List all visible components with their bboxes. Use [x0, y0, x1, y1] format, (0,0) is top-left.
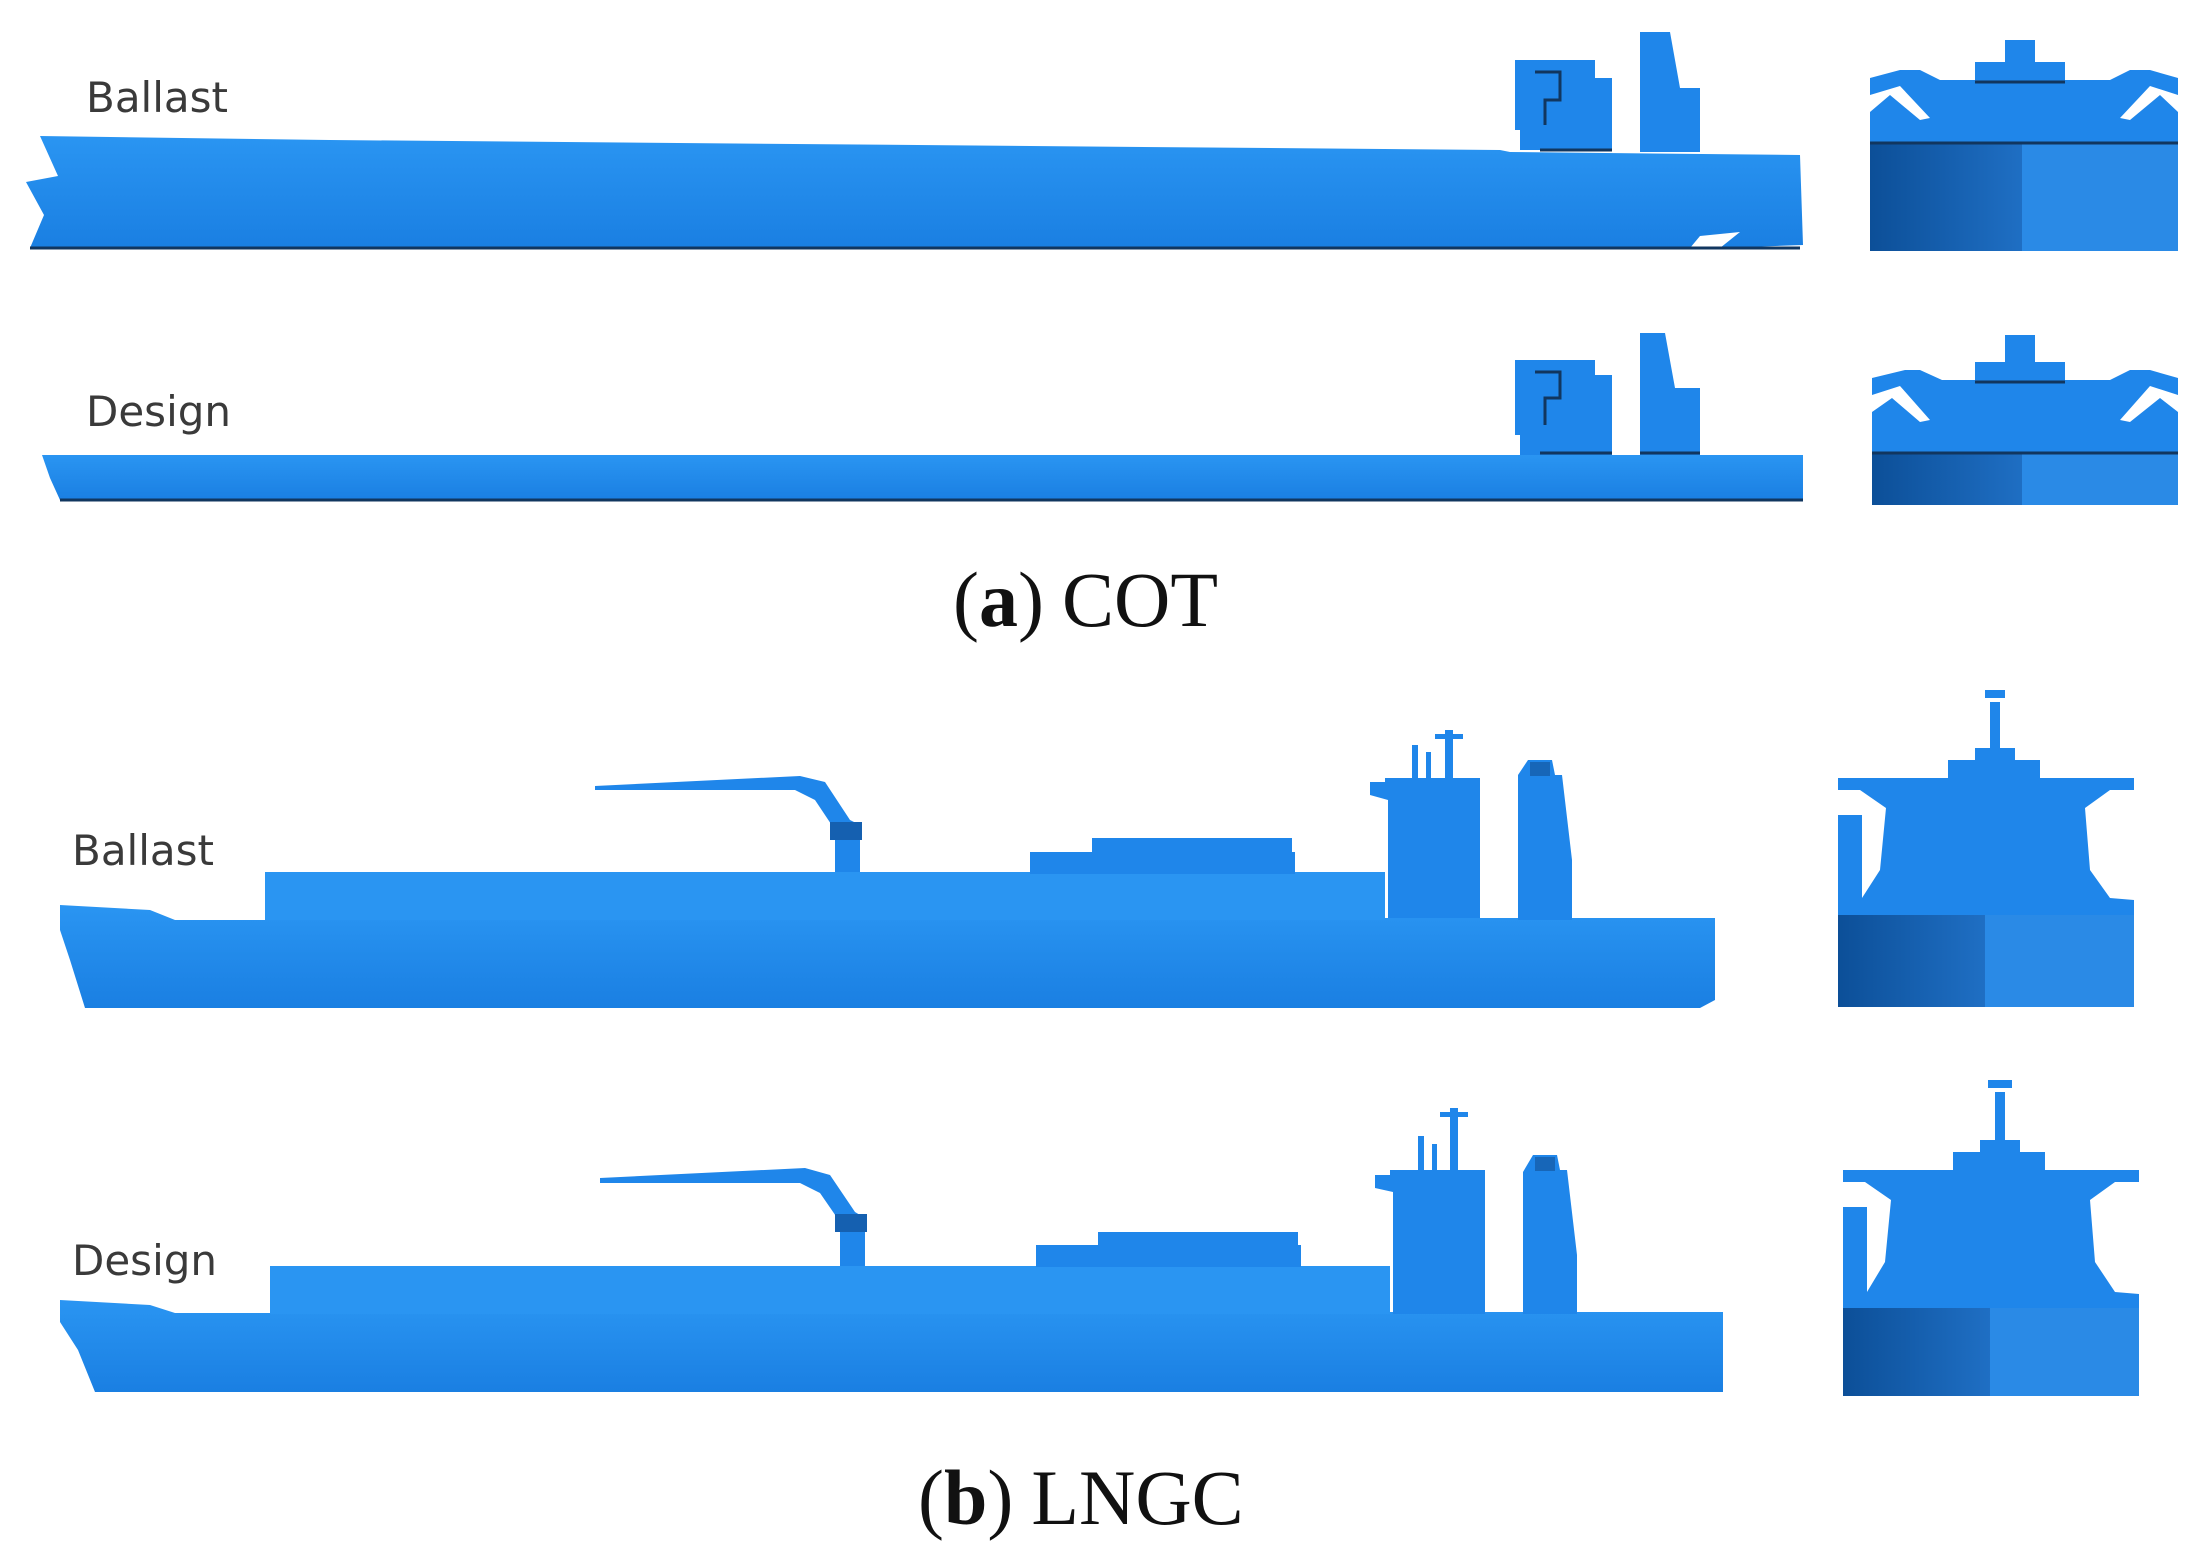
lngc-design-mast — [1450, 1108, 1458, 1172]
cot-design-funnel — [1640, 333, 1700, 455]
cot-design-side-view: Design — [42, 333, 1803, 502]
lngc-design-crane — [600, 1168, 865, 1266]
lngc-ballast-hull — [60, 905, 1715, 1008]
cot-design-accommodation — [1505, 360, 1612, 455]
lngc-design-label: Design — [72, 1236, 217, 1285]
lngc-ballast-side-view: Ballast — [60, 730, 1715, 1008]
lngc-panel: Ballast Design — [60, 690, 2139, 1541]
cot-ballast-front-deck — [1870, 40, 2178, 143]
cot-ballast-label: Ballast — [86, 73, 228, 122]
lngc-design-accommodation — [1375, 1170, 1485, 1314]
cot-ballast-front-view — [1870, 40, 2178, 251]
lngc-ballast-accommodation — [1370, 778, 1480, 918]
lngc-design-hull — [60, 1300, 1723, 1392]
lngc-design-side-view: Design — [60, 1108, 1723, 1392]
lngc-design-raised-deck-1 — [1036, 1245, 1301, 1267]
lngc-ballast-raised-deck-1 — [1030, 852, 1295, 874]
lngc-design-trunk-deck — [270, 1266, 1390, 1314]
lngc-design-front-superstructure — [1843, 1092, 2139, 1308]
lngc-design-raised-deck-2 — [1098, 1232, 1298, 1248]
lngc-ballast-crane — [595, 776, 860, 872]
lngc-ballast-label: Ballast — [72, 826, 214, 875]
lngc-design-funnel — [1523, 1155, 1577, 1314]
lngc-design-front-view — [1843, 1080, 2139, 1396]
lngc-ballast-raised-deck-2 — [1092, 838, 1292, 854]
cot-ballast-hull — [26, 136, 1803, 248]
cot-design-front-deck — [1872, 335, 2178, 453]
cot-caption: (a)COT — [953, 556, 1218, 643]
cot-design-hull — [42, 455, 1803, 500]
lngc-ballast-mast — [1445, 730, 1453, 780]
cot-ballast-bridge-outline — [1535, 70, 1612, 152]
cot-panel: Ballast Design — [26, 32, 2178, 643]
cot-design-label: Design — [86, 387, 231, 436]
lngc-ballast-trunk-deck — [265, 872, 1385, 920]
cot-ballast-funnel — [1640, 32, 1700, 152]
lngc-ballast-funnel — [1518, 760, 1572, 920]
cot-design-front-view — [1872, 335, 2178, 505]
lngc-ballast-front-superstructure — [1838, 702, 2134, 915]
lngc-ballast-front-view — [1838, 690, 2134, 1007]
lngc-caption: (b)LNGC — [918, 1454, 1244, 1541]
cot-ballast-side-view: Ballast — [26, 32, 1803, 250]
cot-ballast-accommodation — [1505, 60, 1612, 150]
